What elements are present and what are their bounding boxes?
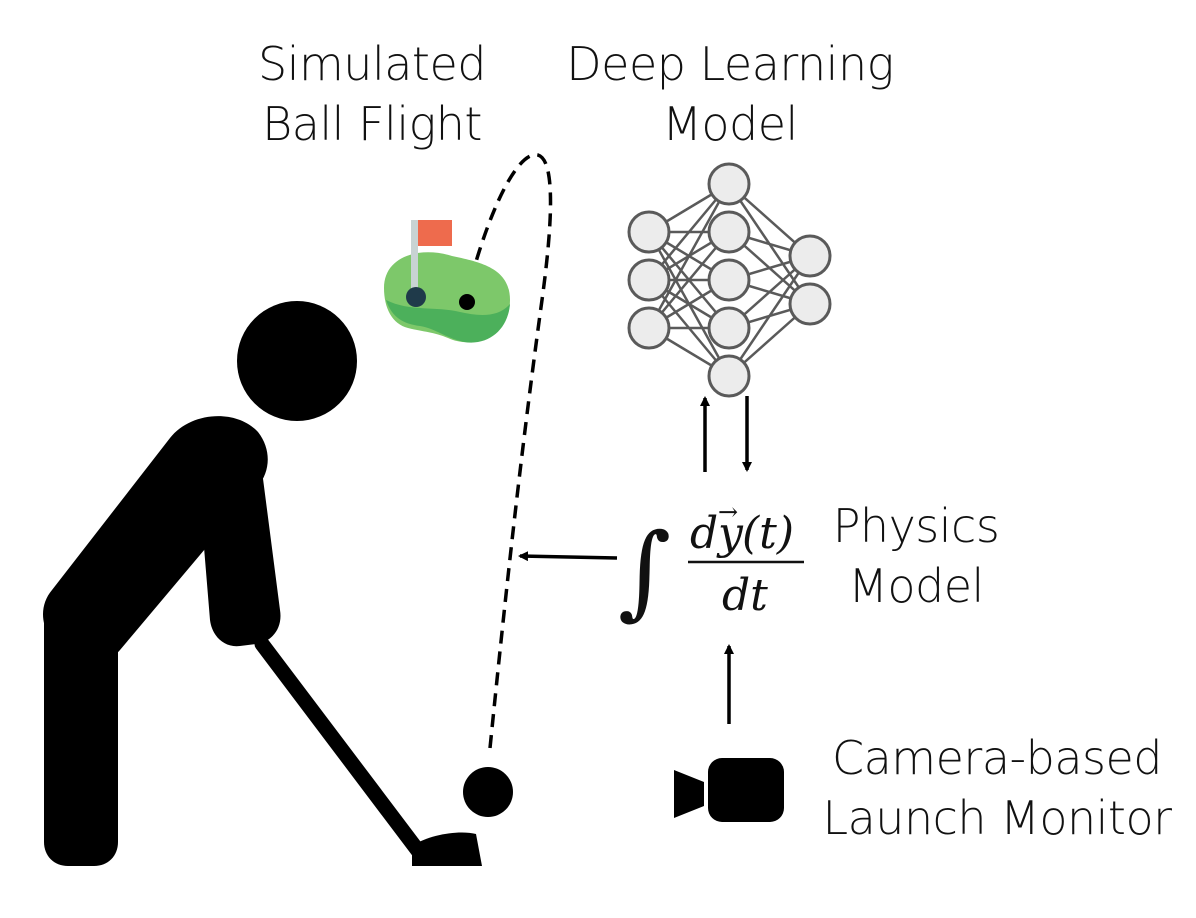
neural-network-icon (627, 162, 832, 398)
label-simulated-ball-flight: Simulated Ball Flight (252, 34, 492, 154)
golfer-head (237, 301, 357, 421)
label-physics-line-1: Physics (832, 499, 1000, 553)
ball-flight-trajectory (464, 153, 553, 749)
arrow-physics-to-trajectory (518, 551, 618, 562)
golf-hole (406, 287, 426, 307)
label-camera-line-2: Launch Monitor (822, 791, 1172, 845)
camera-body (708, 758, 784, 822)
video-camera-icon (674, 758, 784, 822)
equation-numerator-d: d (690, 508, 718, 559)
golfer-icon (43, 301, 513, 866)
equation-numerator-t: (t) (742, 508, 794, 559)
label-simulated-line-2: Ball Flight (262, 97, 482, 151)
golf-ball (463, 767, 513, 817)
nn-node-1-0 (707, 162, 751, 206)
equation-vector-arrow: → (718, 498, 738, 526)
nn-node-1-2 (707, 258, 751, 302)
green-shape-dark (386, 300, 510, 343)
ball-on-green (459, 294, 475, 310)
nn-node-1-3 (707, 306, 751, 350)
nn-edge-1-4-0 (727, 255, 812, 377)
label-physics-line-2: Model (848, 559, 984, 613)
nn-node-1-1 (707, 210, 751, 254)
integral-sign: ∫ (618, 512, 671, 631)
golf-club-shaft (254, 636, 430, 864)
equation-numerator-y: y (716, 508, 744, 559)
label-dl-line-1: Deep Learning (566, 37, 894, 91)
nn-node-0-2 (627, 306, 671, 350)
label-dl-line-2: Model (662, 97, 798, 151)
physics-equation: ∫ d y → (t) dt (618, 498, 804, 631)
golf-green-icon (384, 220, 510, 343)
label-simulated-line-1: Simulated (258, 37, 486, 91)
nn-edge-0-2-0 (647, 183, 731, 329)
nn-node-0-0 (627, 210, 671, 254)
label-camera-line-1: Camera-based (832, 731, 1162, 785)
golfer-leg (44, 610, 118, 866)
nn-node-2-0 (788, 234, 832, 278)
flag-pole (411, 220, 418, 296)
golfer-arm (196, 440, 281, 647)
label-physics-model: Physics Model (826, 496, 1006, 616)
flag (418, 220, 452, 246)
camera-lens (674, 770, 704, 818)
golf-club-head (412, 832, 482, 866)
label-deep-learning-model: Deep Learning Model (560, 34, 900, 154)
nn-node-1-4 (707, 354, 751, 398)
nn-node-0-1 (627, 258, 671, 302)
equation-denominator: dt (722, 570, 768, 621)
label-camera-launch-monitor: Camera-based Launch Monitor (812, 728, 1182, 848)
nn-node-2-1 (788, 282, 832, 326)
